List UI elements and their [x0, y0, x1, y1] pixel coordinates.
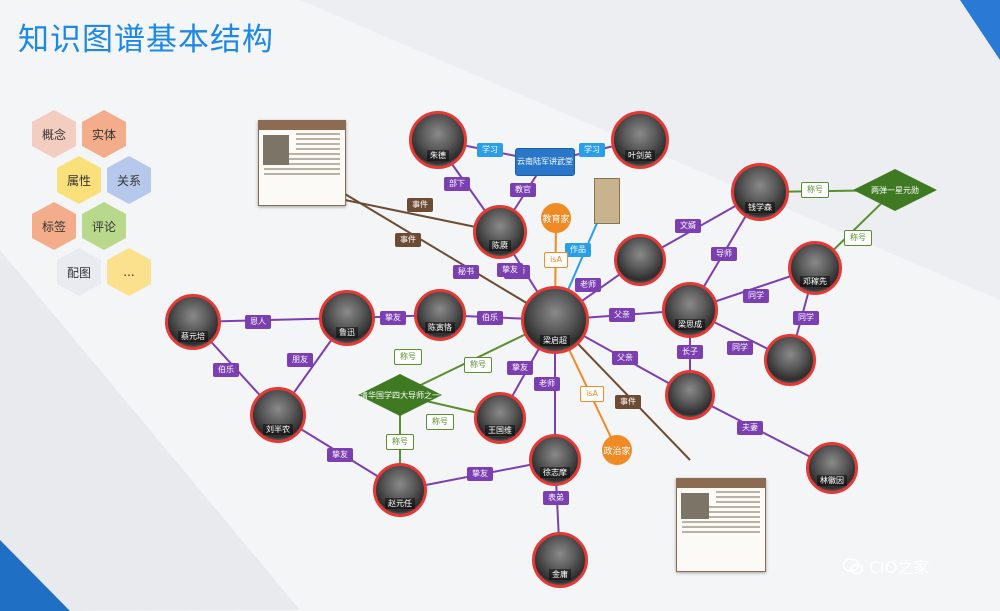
tag-secretary: 秘书 [453, 265, 479, 279]
person-qianxuesen[interactable]: 钱学森 [731, 163, 789, 221]
person-zhaoyuanren[interactable]: 赵元任 [373, 463, 427, 517]
tag-title-6: 称号 [844, 230, 872, 246]
tag-event-3: 事件 [615, 395, 641, 409]
legend-entity: 实体 [82, 110, 126, 158]
tag-classmate-3: 同学 [727, 341, 753, 355]
person-liangsicheng[interactable]: 梁思成 [662, 282, 718, 338]
tag-friend-1: 挚友 [380, 311, 406, 325]
tag-instructor: 教官 [510, 183, 536, 197]
tag-friend-3: 挚友 [327, 448, 353, 462]
watermark-text: CIO之家 [869, 558, 930, 577]
profile-card-chende[interactable] [258, 120, 346, 206]
tag-son-in-law: 文婿 [675, 219, 701, 233]
person-female-scientist[interactable] [764, 334, 816, 386]
person-caiyuanpei[interactable]: 蔡元培 [165, 294, 221, 350]
tag-teacher-3: 老师 [575, 278, 601, 292]
tag-eldest-son: 长子 [677, 345, 703, 359]
concept-educator[interactable]: 教育家 [541, 203, 571, 233]
tag-title-1: 称号 [394, 349, 422, 365]
tag-patron-1: 伯乐 [477, 311, 503, 325]
tag-cousin: 表弟 [543, 491, 569, 505]
tag-subordinate: 部下 [444, 177, 470, 191]
tag-friend-2: 挚友 [507, 361, 533, 375]
person-yejianying[interactable]: 叶剑英 [611, 111, 669, 169]
person-jinyong[interactable]: 金庸 [532, 532, 588, 588]
tag-classmate-1: 同学 [743, 289, 769, 303]
person-dengjiaxian[interactable]: 邓稼先 [788, 241, 842, 295]
legend-image: 配图 [57, 248, 101, 296]
tag-mentor: 导师 [711, 247, 737, 261]
tag-title-3: 称号 [426, 414, 454, 430]
entity-box-military-school[interactable]: 云南陆军讲武堂 [515, 148, 575, 176]
tag-father-1: 父亲 [609, 308, 635, 322]
tag-isa-politician: isA [580, 386, 604, 402]
person-chenyinke[interactable]: 陈寅恪 [414, 289, 466, 341]
tag-event-2: 事件 [395, 233, 421, 247]
person-chengeng[interactable]: 陈赓 [473, 205, 527, 259]
calligraphy-work-image [594, 178, 620, 224]
legend-comment: 评论 [82, 202, 126, 250]
tag-study-right: 学习 [579, 143, 605, 157]
wechat-icon [843, 557, 863, 574]
concept-politician[interactable]: 政治家 [602, 435, 632, 465]
tag-friend-5: 挚友 [497, 263, 523, 277]
tag-teacher-2: 老师 [534, 377, 560, 391]
tag-spouse: 夫妻 [737, 421, 763, 435]
legend-attribute: 属性 [57, 156, 101, 204]
tag-benefactor: 恩人 [245, 315, 271, 329]
watermark: CIO之家 [843, 554, 930, 578]
tag-isa-educator: isA [544, 252, 568, 268]
page-title: 知识图谱基本结构 [18, 22, 274, 58]
person-wangguowei[interactable]: 王国维 [474, 392, 526, 444]
tag-friend-4: 挚友 [467, 467, 493, 481]
tag-classmate-2: 同学 [793, 311, 819, 325]
person-linhuiyin[interactable]: 林徽因 [806, 442, 858, 494]
person-zhude[interactable]: 朱德 [409, 111, 467, 169]
tag-pal: 朋友 [287, 353, 313, 367]
person-liangsiyong[interactable] [665, 370, 715, 420]
tag-event-1: 事件 [407, 198, 433, 212]
tag-title-4: 称号 [386, 434, 414, 450]
tag-title-2: 称号 [464, 357, 492, 373]
tag-study-left: 学习 [477, 143, 503, 157]
tag-father-2: 父亲 [612, 351, 638, 365]
person-liangqichao[interactable]: 梁启超 [521, 286, 589, 354]
tag-title-5: 称号 [801, 182, 829, 198]
person-liubannong[interactable]: 刘半农 [250, 387, 306, 443]
person-liangsizhuang[interactable] [614, 234, 666, 286]
profile-card-jinyong[interactable] [676, 478, 766, 572]
person-xuzhimo[interactable]: 徐志摩 [529, 434, 581, 486]
tag-patron-2: 伯乐 [213, 363, 239, 377]
person-luxun[interactable]: 鲁迅 [319, 290, 375, 346]
tag-work: 作品 [565, 243, 591, 257]
